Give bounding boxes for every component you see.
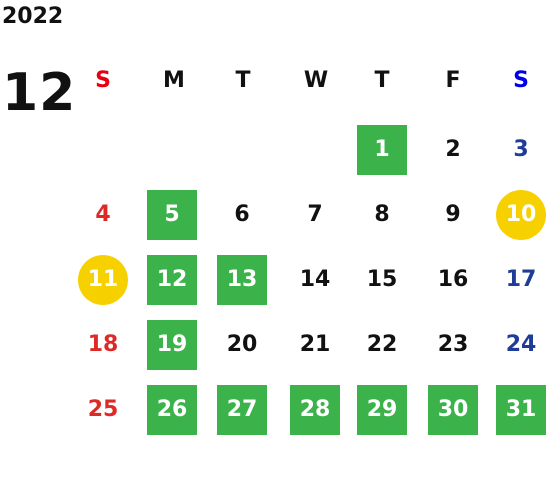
day-cell: 8 — [374, 202, 390, 227]
day-cell: 10 — [496, 190, 546, 240]
day-cell: 9 — [445, 202, 461, 227]
weekday-wednesday: W — [303, 68, 329, 93]
day-cell: 23 — [437, 332, 469, 357]
day-cell: 15 — [366, 267, 398, 292]
day-cell: 24 — [505, 332, 537, 357]
day-cell: 4 — [95, 202, 111, 227]
day-cell: 20 — [226, 332, 258, 357]
day-cell: 26 — [147, 385, 197, 435]
day-cell: 11 — [78, 255, 128, 305]
day-cell: 18 — [87, 332, 119, 357]
weekday-sunday: S — [95, 68, 111, 93]
weekday-tuesday: T — [235, 68, 251, 93]
day-cell: 12 — [147, 255, 197, 305]
day-cell: 2 — [445, 137, 461, 162]
day-cell: 27 — [217, 385, 267, 435]
day-cell: 14 — [299, 267, 331, 292]
month-number: 12 — [2, 63, 77, 123]
weekday-friday: F — [445, 68, 461, 93]
day-cell: 6 — [234, 202, 250, 227]
day-cell: 21 — [299, 332, 331, 357]
weekday-monday: M — [163, 68, 185, 93]
day-cell: 3 — [513, 137, 529, 162]
weekday-thursday: T — [374, 68, 390, 93]
day-cell: 19 — [147, 320, 197, 370]
day-cell: 7 — [307, 202, 323, 227]
day-cell: 5 — [147, 190, 197, 240]
day-cell: 30 — [428, 385, 478, 435]
day-cell: 17 — [505, 267, 537, 292]
day-cell: 28 — [290, 385, 340, 435]
weekday-saturday: S — [513, 68, 529, 93]
day-cell: 31 — [496, 385, 546, 435]
day-cell: 16 — [437, 267, 469, 292]
day-cell: 29 — [357, 385, 407, 435]
year-label: 2022 — [2, 4, 64, 29]
day-cell: 1 — [357, 125, 407, 175]
day-cell: 13 — [217, 255, 267, 305]
day-cell: 22 — [366, 332, 398, 357]
day-cell: 25 — [87, 397, 119, 422]
